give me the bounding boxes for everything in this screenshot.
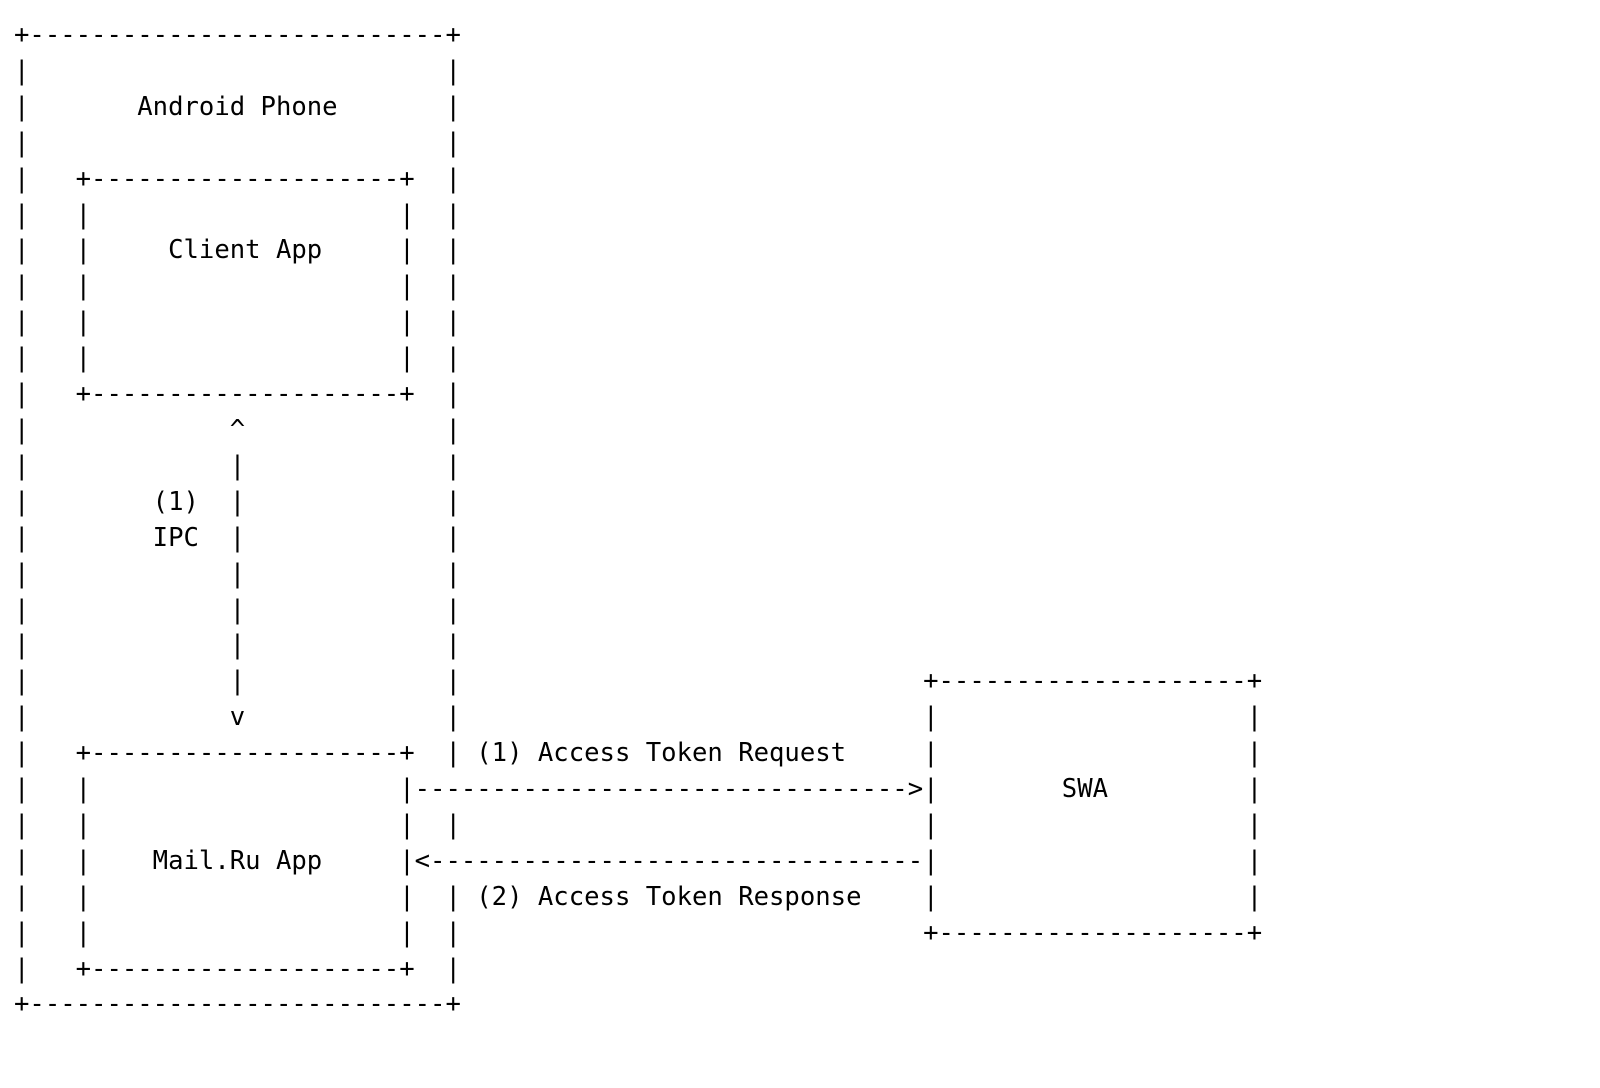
edge-access-token-request[interactable] (505, 790, 1135, 816)
edge-access-token-response[interactable] (505, 862, 1135, 888)
arrow-up-icon (281, 388, 305, 414)
arrow-right-icon (1104, 790, 1130, 816)
node-client-app[interactable] (108, 162, 504, 376)
node-mail-ru-app[interactable] (108, 730, 504, 944)
arrow-left-icon (506, 862, 532, 888)
arrow-down-icon (281, 694, 305, 720)
ascii-art-block: +---------------------------+ | | | Andr… (14, 20, 1263, 1020)
node-swa[interactable] (1133, 666, 1551, 944)
edge-ipc[interactable] (281, 386, 311, 720)
